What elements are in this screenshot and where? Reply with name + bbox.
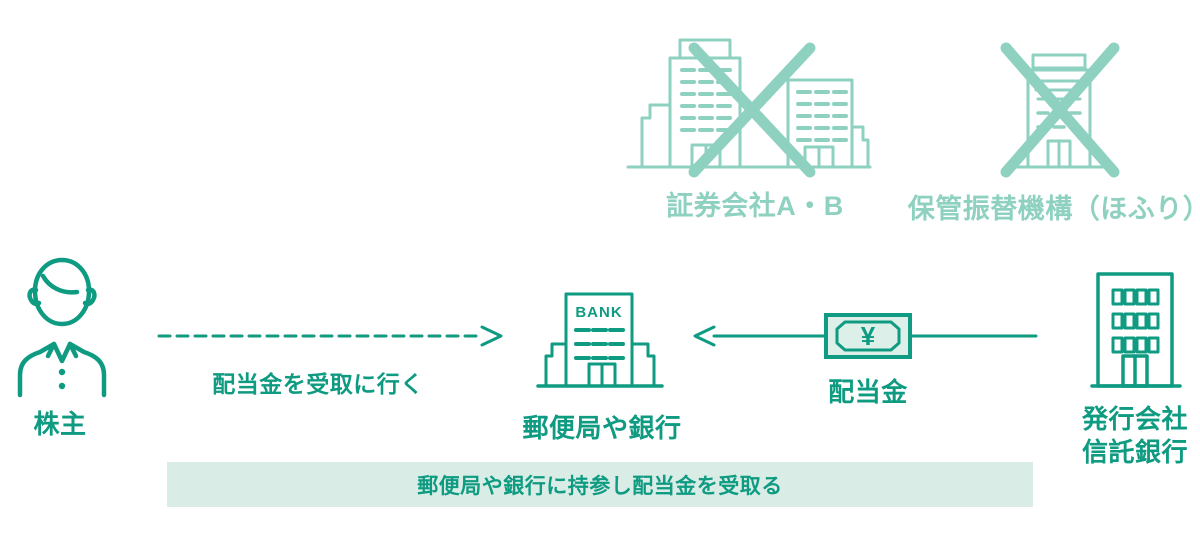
dividend-label: 配当金	[828, 377, 908, 407]
issuer-building-icon	[1090, 272, 1182, 388]
depository-building-icon	[1000, 42, 1120, 178]
shareholder-label: 株主	[33, 409, 87, 439]
banner: 郵便局や銀行に持参し配当金を受取る	[167, 462, 1033, 507]
issuer-figure	[1090, 272, 1182, 388]
depository-figure	[998, 36, 1122, 178]
shareholder-icon	[17, 257, 107, 398]
securities-buildings-icon	[626, 38, 872, 178]
cross-out-mark	[688, 42, 816, 178]
issuer-label: 発行会社 信託銀行	[1082, 403, 1188, 469]
bank-figure: BANK	[536, 292, 664, 388]
depository-label: 保管振替機構（ほふり）	[907, 194, 1200, 224]
securities-label: 証券会社A・B	[666, 191, 844, 221]
shareholder-figure	[12, 257, 112, 398]
bank-building-icon: BANK	[536, 292, 664, 388]
issuer-label-line1: 発行会社	[1081, 404, 1189, 434]
cross-out-mark	[1000, 42, 1120, 178]
bank-label: 郵便局や銀行	[522, 413, 682, 443]
dashed-arrow-icon	[157, 325, 503, 347]
banknote-figure: ¥	[824, 313, 912, 359]
banknote-icon: ¥	[824, 313, 912, 359]
banner-text: 郵便局や銀行に持参し配当金を受取る	[417, 474, 783, 498]
bank-sign-text: BANK	[575, 304, 622, 321]
issuer-label-line2: 信託銀行	[1081, 437, 1189, 467]
go-receive-label: 配当金を受取に行く	[212, 371, 424, 397]
yen-symbol: ¥	[861, 321, 876, 351]
securities-figure	[622, 36, 872, 178]
go-receive-arrow	[156, 323, 506, 349]
